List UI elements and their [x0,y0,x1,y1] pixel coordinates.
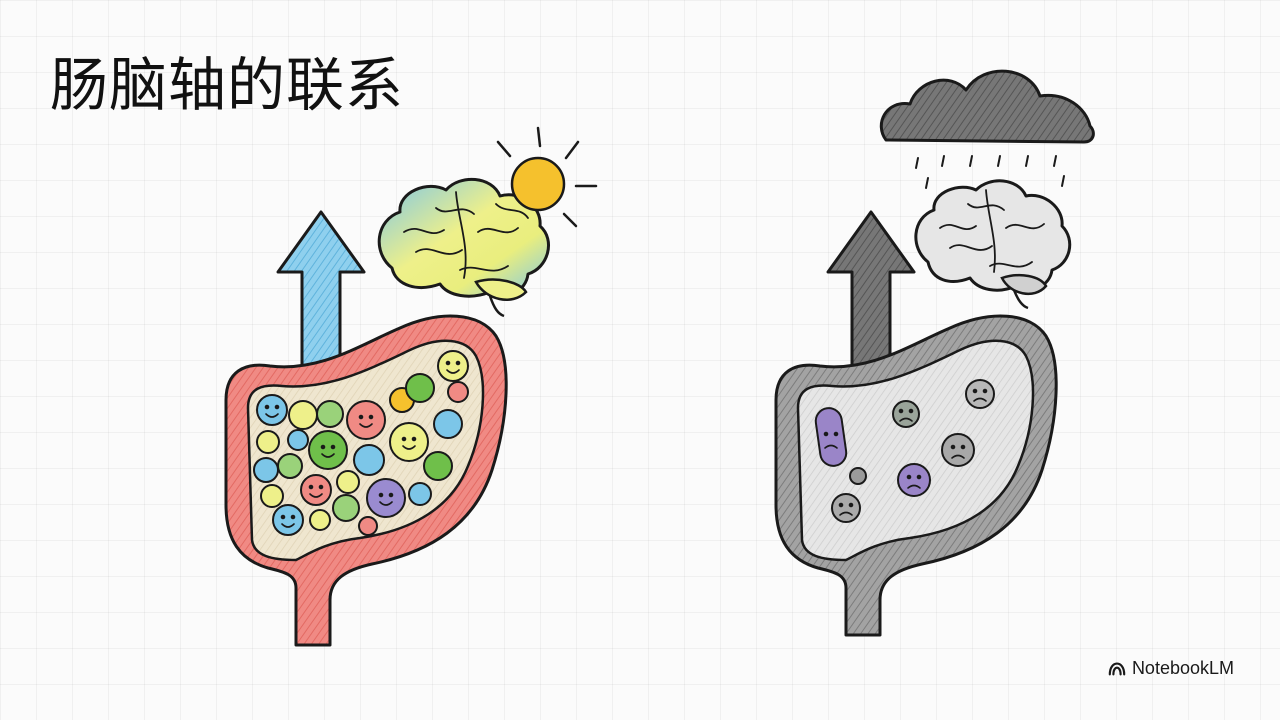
sun-icon [496,126,598,228]
healthy-side [224,126,598,647]
healthy-microbe-faces [264,360,461,528]
rain-cloud-icon [879,69,1095,189]
happy-brain-icon [377,177,550,318]
healthy-microbes [253,350,469,536]
unhealthy-microbes [814,379,995,523]
unhealthy-microbe-faces [823,388,988,516]
notebooklm-brand: NotebookLM [1108,658,1234,679]
brand-name: NotebookLM [1131,658,1234,678]
sad-brain-icon [914,179,1072,310]
notebooklm-logo-icon [1108,662,1126,675]
slide-title: 肠脑轴的联系 [50,51,405,119]
unhealthy-side [774,69,1095,637]
